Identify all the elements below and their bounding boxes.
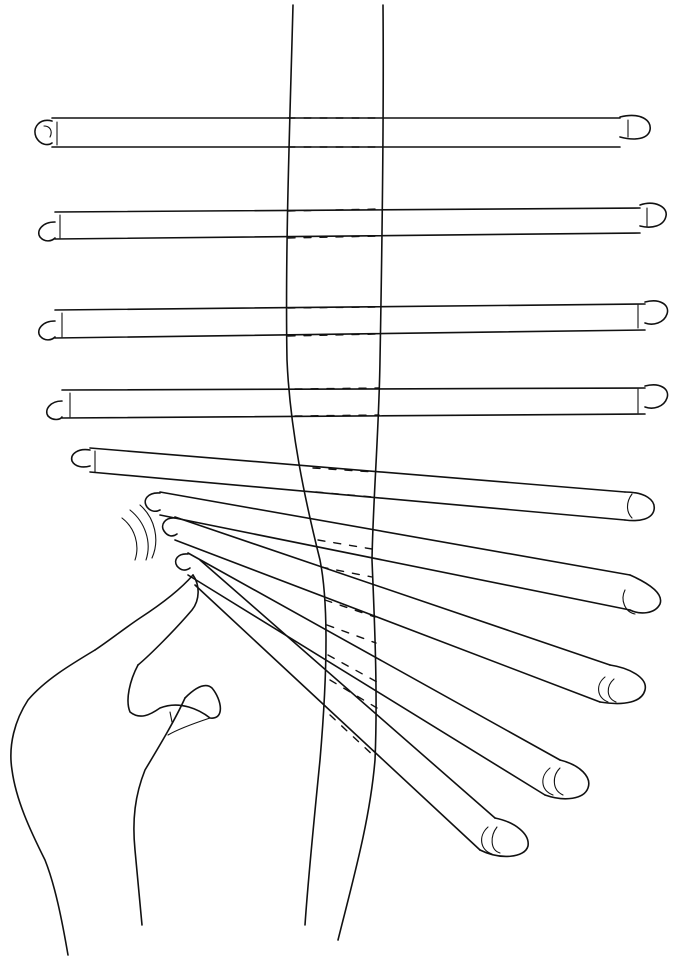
- tilted-rod: [163, 517, 646, 704]
- vertical-strip: [287, 5, 384, 940]
- straight-rod: [47, 385, 668, 420]
- wrist-edge: [134, 698, 185, 925]
- palm-outline: [11, 650, 95, 955]
- tilted-rod: [195, 560, 528, 856]
- thumb: [128, 665, 220, 718]
- straight-rod: [35, 115, 650, 147]
- dashed-crossing-marks: [288, 118, 382, 758]
- index-finger: [95, 575, 193, 650]
- strip-right-edge: [338, 5, 383, 940]
- motion-marks: [122, 505, 156, 560]
- index-finger-top: [138, 575, 198, 665]
- hand: [11, 575, 221, 955]
